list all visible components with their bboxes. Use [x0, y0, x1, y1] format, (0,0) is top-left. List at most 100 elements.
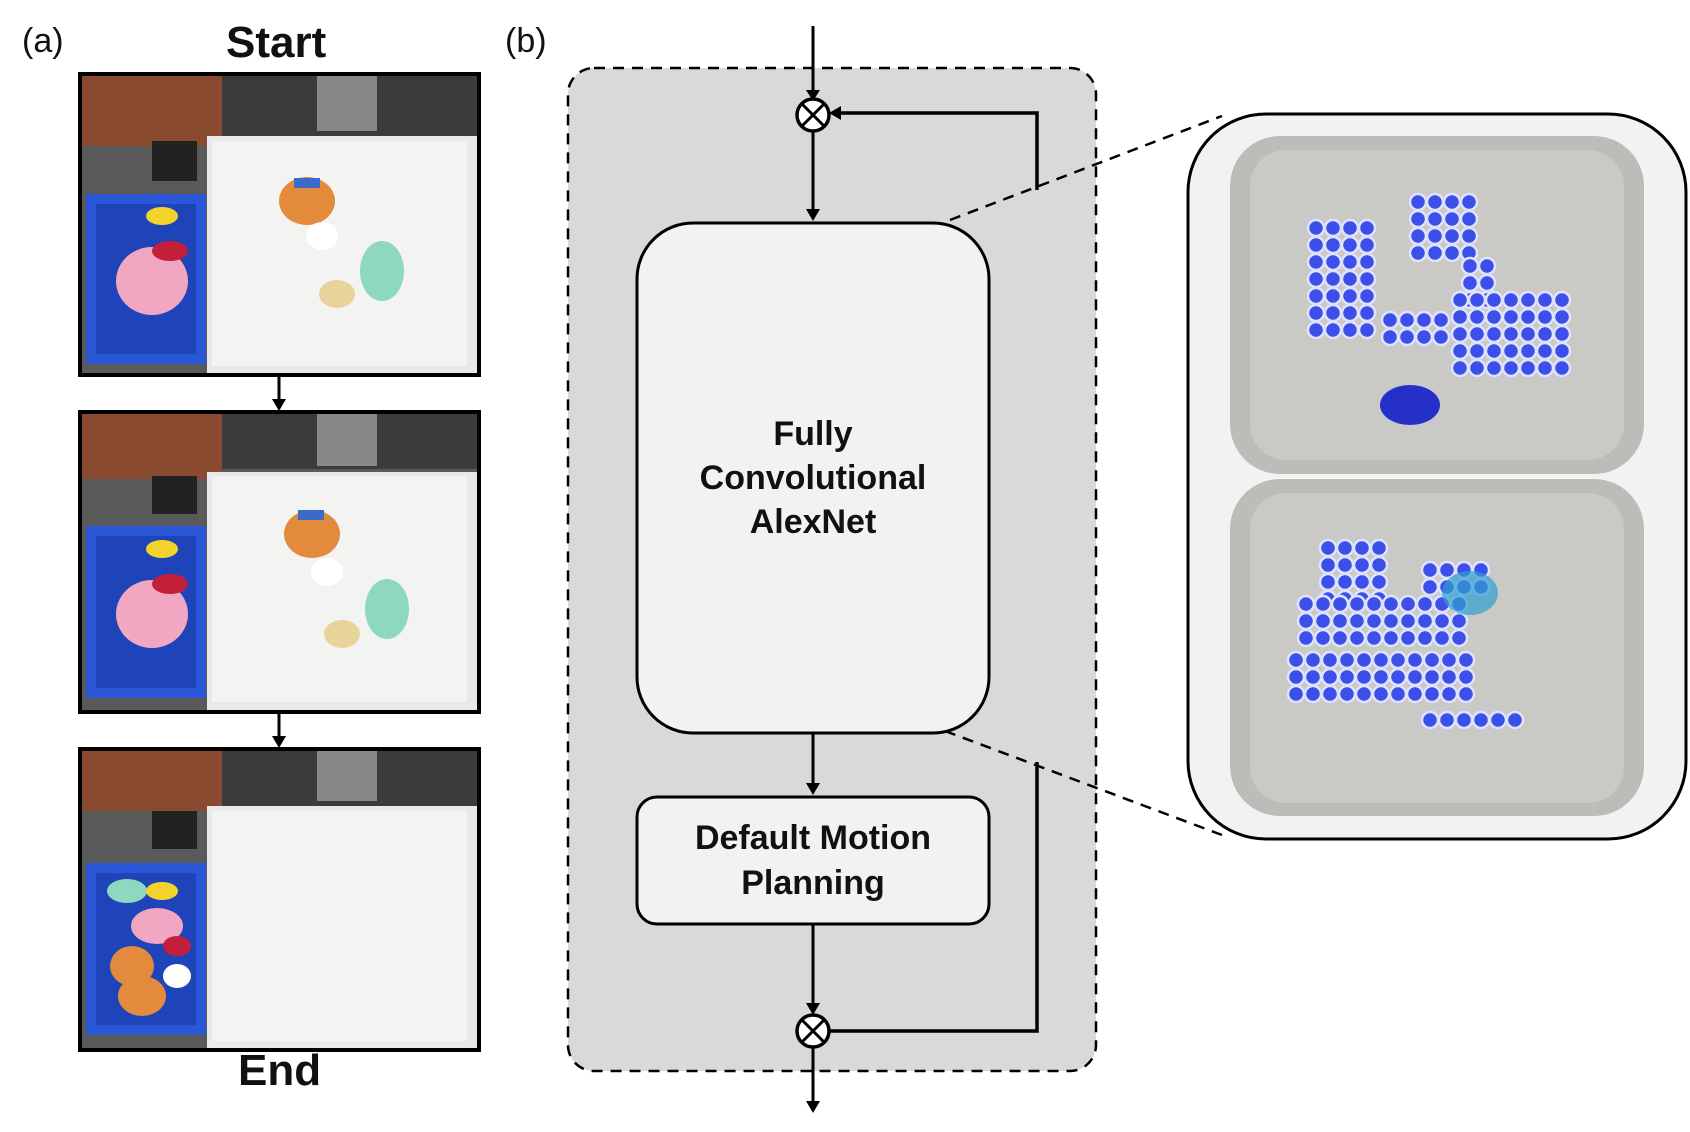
- grasp-marker: [1318, 555, 1338, 575]
- grasp-marker: [1303, 650, 1323, 670]
- grasp-marker: [1518, 341, 1538, 361]
- grasp-marker: [1420, 577, 1440, 597]
- grasp-marker: [1357, 235, 1377, 255]
- network-label-line-3: AlexNet: [749, 503, 877, 542]
- grasp-marker: [1357, 269, 1377, 289]
- grasp-marker: [1347, 594, 1367, 614]
- grasp-marker: [1335, 572, 1355, 592]
- grasp-marker: [1408, 226, 1428, 246]
- grasp-marker: [1484, 341, 1504, 361]
- grasp-marker: [1320, 650, 1340, 670]
- grasp-marker: [1501, 358, 1521, 378]
- grasp-marker: [1303, 667, 1323, 687]
- grasp-marker: [1357, 320, 1377, 340]
- planner-label-line-2: Planning: [741, 863, 885, 902]
- grasp-marker: [1364, 611, 1384, 631]
- grasp-marker: [1518, 358, 1538, 378]
- grasp-marker: [1484, 324, 1504, 344]
- grasp-marker: [1340, 286, 1360, 306]
- start-label: Start: [226, 18, 327, 67]
- grasp-marker: [1306, 269, 1326, 289]
- grasp-marker: [1347, 611, 1367, 631]
- middle-scene: [82, 414, 477, 710]
- grasp-marker: [1460, 273, 1480, 293]
- grasp-marker: [1318, 572, 1338, 592]
- grasp-marker: [1459, 192, 1479, 212]
- grasp-marker: [1484, 307, 1504, 327]
- grasp-marker: [1456, 667, 1476, 687]
- grasp-marker: [1450, 358, 1470, 378]
- middle-frame-photo: [78, 410, 481, 714]
- grasp-marker: [1454, 710, 1474, 730]
- grasp-marker: [1442, 209, 1462, 229]
- grasp-map-top: [1230, 136, 1644, 474]
- grasp-marker: [1347, 628, 1367, 648]
- top-multiply-node: [795, 97, 831, 133]
- grasp-marker: [1340, 235, 1360, 255]
- grasp-marker: [1330, 628, 1350, 648]
- grasp-marker: [1354, 667, 1374, 687]
- grasp-marker: [1323, 269, 1343, 289]
- grasp-marker: [1415, 611, 1435, 631]
- end-label: End: [238, 1046, 322, 1095]
- grasp-marker: [1422, 650, 1442, 670]
- panel-a-tag: (a): [22, 22, 64, 60]
- grasp-marker: [1449, 628, 1469, 648]
- grasp-marker: [1552, 307, 1572, 327]
- grasp-marker: [1414, 327, 1434, 347]
- grasp-marker: [1337, 650, 1357, 670]
- grasp-marker: [1354, 650, 1374, 670]
- grasp-marker: [1323, 218, 1343, 238]
- grasp-marker: [1340, 269, 1360, 289]
- grasp-marker: [1439, 667, 1459, 687]
- grasp-marker: [1552, 341, 1572, 361]
- grasp-marker: [1388, 650, 1408, 670]
- grasp-marker: [1552, 290, 1572, 310]
- grasp-marker: [1518, 290, 1538, 310]
- grasp-marker: [1405, 684, 1425, 704]
- grasp-marker: [1459, 209, 1479, 229]
- grasp-marker: [1286, 684, 1306, 704]
- end-scene: [82, 751, 477, 1048]
- feedback-loop-top: [839, 111, 1039, 190]
- grasp-marker: [1535, 358, 1555, 378]
- network-label-line-1: Fully: [773, 414, 853, 453]
- grasp-marker: [1306, 252, 1326, 272]
- grasp-marker: [1552, 358, 1572, 378]
- grasp-marker: [1477, 273, 1497, 293]
- grasp-marker: [1380, 310, 1400, 330]
- network-label-line-2: Convolutional: [699, 458, 927, 497]
- grasp-marker: [1364, 628, 1384, 648]
- grasp-marker: [1369, 538, 1389, 558]
- grasp-marker: [1518, 307, 1538, 327]
- grasp-marker: [1286, 667, 1306, 687]
- grasp-marker: [1354, 684, 1374, 704]
- grasp-marker: [1357, 303, 1377, 323]
- grasp-marker: [1371, 684, 1391, 704]
- grasp-marker: [1422, 684, 1442, 704]
- grasp-marker: [1484, 358, 1504, 378]
- grasp-marker: [1335, 555, 1355, 575]
- grasp-marker: [1450, 290, 1470, 310]
- grasp-marker: [1467, 358, 1487, 378]
- grasp-marker: [1340, 252, 1360, 272]
- grasp-marker: [1398, 628, 1418, 648]
- grasp-marker: [1369, 572, 1389, 592]
- grasp-marker: [1320, 667, 1340, 687]
- grasp-marker: [1505, 710, 1525, 730]
- grasp-marker: [1459, 226, 1479, 246]
- grasp-marker: [1352, 572, 1372, 592]
- grasp-marker: [1388, 684, 1408, 704]
- grasp-marker: [1552, 324, 1572, 344]
- grasp-marker: [1450, 341, 1470, 361]
- grasp-marker: [1425, 243, 1445, 263]
- grasp-marker: [1286, 650, 1306, 670]
- grasp-marker: [1439, 684, 1459, 704]
- grasp-marker: [1306, 218, 1326, 238]
- grasp-marker: [1340, 303, 1360, 323]
- grasp-marker: [1535, 290, 1555, 310]
- grasp-marker: [1405, 667, 1425, 687]
- grasp-marker: [1437, 560, 1457, 580]
- grasp-marker: [1467, 341, 1487, 361]
